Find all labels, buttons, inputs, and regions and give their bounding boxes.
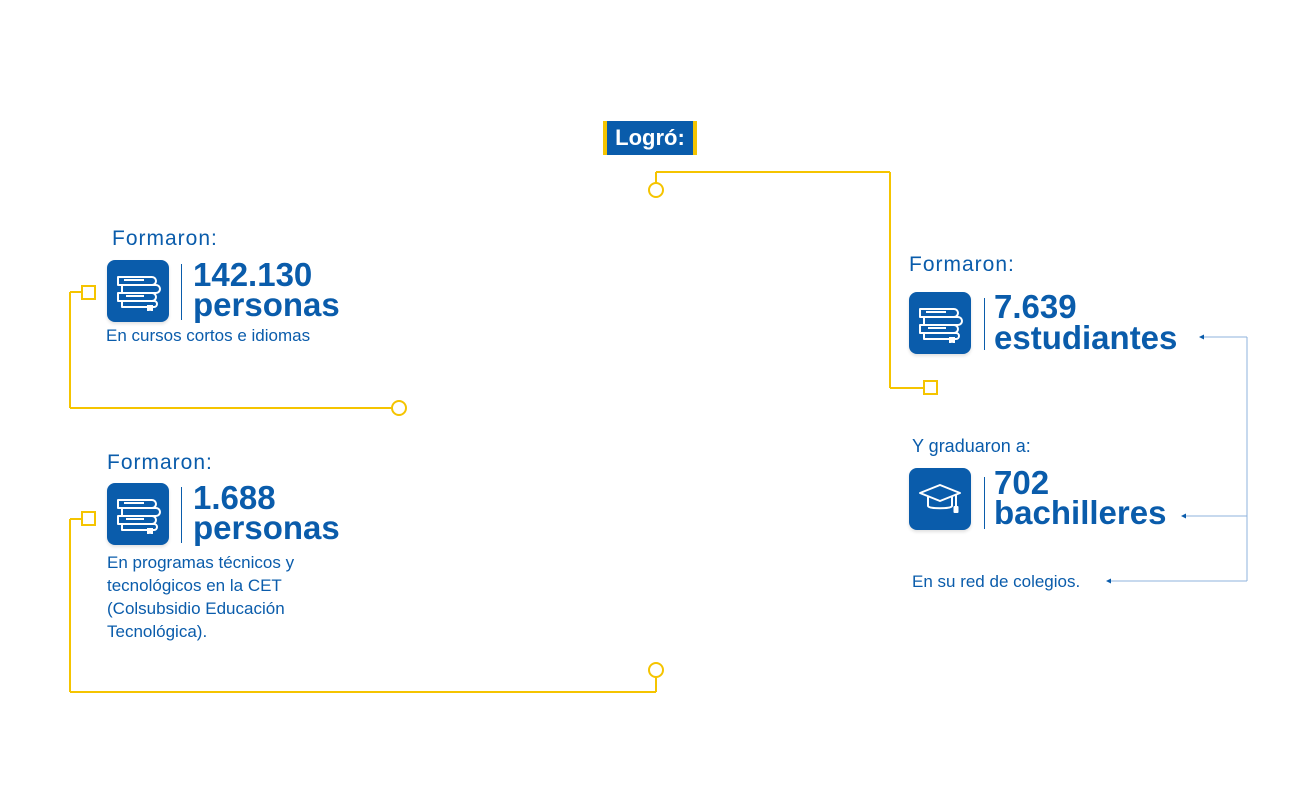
icon-box-right-top bbox=[909, 292, 971, 354]
connector-node-square bbox=[81, 511, 96, 526]
books-icon bbox=[117, 276, 161, 311]
description-left-top: En cursos cortos e idiomas bbox=[106, 326, 311, 345]
connector-right-blue bbox=[1110, 336, 1248, 582]
connector-node-circle bbox=[648, 182, 664, 198]
arrow-heads bbox=[1106, 334, 1204, 584]
label-left-top: Formaron: bbox=[112, 227, 218, 250]
description-line: tecnológicos en la CET bbox=[107, 576, 282, 595]
description-line: (Colsubsidio Educación bbox=[107, 599, 285, 618]
connector-node-circle bbox=[648, 662, 664, 678]
connector-node-square bbox=[923, 380, 938, 395]
stat-number-left-top: 142.130 bbox=[193, 256, 313, 293]
connector-left-bottom bbox=[69, 518, 657, 693]
stat-number-right-bottom: 702 bbox=[994, 464, 1050, 501]
stat-unit-right-top: estudiantes bbox=[994, 319, 1178, 356]
graduation-cap-icon bbox=[919, 484, 961, 513]
stat-unit-right-bottom: bachilleres bbox=[994, 494, 1167, 531]
icon-box-left-top bbox=[107, 260, 169, 322]
connector-node-square bbox=[81, 285, 96, 300]
divider bbox=[181, 264, 182, 320]
label-right-top: Formaron: bbox=[909, 253, 1015, 276]
label-left-bottom: Formaron: bbox=[107, 451, 213, 474]
page-title: Logró: bbox=[615, 125, 685, 150]
stat-unit-left-top: personas bbox=[193, 286, 340, 323]
connector-left-top bbox=[69, 291, 392, 409]
note-right: En su red de colegios. bbox=[912, 572, 1081, 591]
label-right-bottom: Y graduaron a: bbox=[912, 436, 1031, 456]
description-left-bottom: En programas técnicos y tecnológicos en … bbox=[107, 551, 294, 643]
connector-node-circle bbox=[391, 400, 407, 416]
stat-number-left-bottom: 1.688 bbox=[193, 479, 276, 516]
divider bbox=[984, 298, 985, 350]
title-badge: Logró: bbox=[603, 121, 697, 155]
icon-box-left-bottom bbox=[107, 483, 169, 545]
description-line: En programas técnicos y bbox=[107, 553, 295, 572]
stat-unit-left-bottom: personas bbox=[193, 509, 340, 546]
divider bbox=[984, 477, 985, 529]
icon-box-right-bottom bbox=[909, 468, 971, 530]
description-line: Tecnológica). bbox=[107, 622, 208, 641]
books-icon bbox=[117, 499, 161, 534]
stat-number-right-top: 7.639 bbox=[994, 288, 1077, 325]
divider bbox=[181, 487, 182, 543]
connector-title-right bbox=[655, 171, 924, 389]
books-icon bbox=[919, 308, 963, 343]
